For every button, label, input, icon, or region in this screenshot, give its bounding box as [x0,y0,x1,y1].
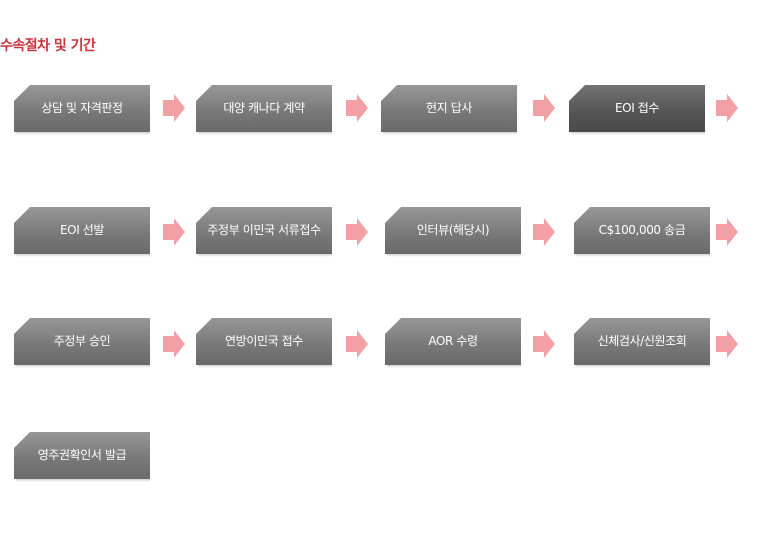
step-label: EOI 선발 [59,223,105,237]
arrow-right-icon [163,94,185,122]
arrow-right-icon [346,330,368,358]
step-remittance: C$100,000 송금 [574,207,710,257]
step-label: 주정부 이민국 서류접수 [207,223,321,237]
step-federal-submission: 연방이민국 접수 [196,318,332,368]
step-label: EOI 접수 [614,101,660,115]
step-medical-background: 신체검사/신원조회 [574,318,710,368]
step-box [14,85,150,132]
arrow-right-icon [533,94,555,122]
step-consultation: 상담 및 자격판정 [14,85,150,135]
step-box [196,207,332,254]
arrow-right-icon [346,218,368,246]
step-label: 연방이민국 접수 [225,334,303,348]
step-label: 대양 캐나다 계약 [223,101,305,115]
step-label: 신체검사/신원조회 [597,334,687,348]
step-box [569,85,705,132]
arrow-right-icon [533,218,555,246]
step-box [196,85,332,132]
step-label: AOR 수령 [428,334,478,348]
step-box [14,432,150,479]
step-box [14,318,150,365]
step-box [574,318,710,365]
step-label: 현지 답사 [426,101,472,115]
step-eoi-selection: EOI 선발 [14,207,150,257]
step-box [574,207,710,254]
arrow-right-icon [716,218,738,246]
arrow-right-icon [346,94,368,122]
step-site-visit: 현지 답사 [381,85,517,135]
step-box [385,207,521,254]
step-label: 인터뷰(해당시) [416,223,490,237]
step-box [385,318,521,365]
step-label: C$100,000 송금 [598,223,686,237]
step-label: 상담 및 자격판정 [41,101,123,115]
arrow-right-icon [716,330,738,358]
step-box [381,85,517,132]
arrow-right-icon [163,218,185,246]
step-box [196,318,332,365]
step-provincial-approval: 주정부 승인 [14,318,150,368]
step-label: 주정부 승인 [53,334,111,348]
step-interview: 인터뷰(해당시) [385,207,521,257]
arrow-right-icon [716,94,738,122]
step-box [14,207,150,254]
step-eoi-submission: EOI 접수 [569,85,705,135]
page-title: 수속절차 및 기간 [0,38,96,54]
step-contract: 대양 캐나다 계약 [196,85,332,135]
arrow-right-icon [163,330,185,358]
step-aor-receipt: AOR 수령 [385,318,521,368]
step-label: 영주권확인서 발급 [37,448,127,462]
step-pr-confirmation: 영주권확인서 발급 [14,432,150,482]
arrow-right-icon [533,330,555,358]
step-provincial-documents: 주정부 이민국 서류접수 [196,207,332,257]
